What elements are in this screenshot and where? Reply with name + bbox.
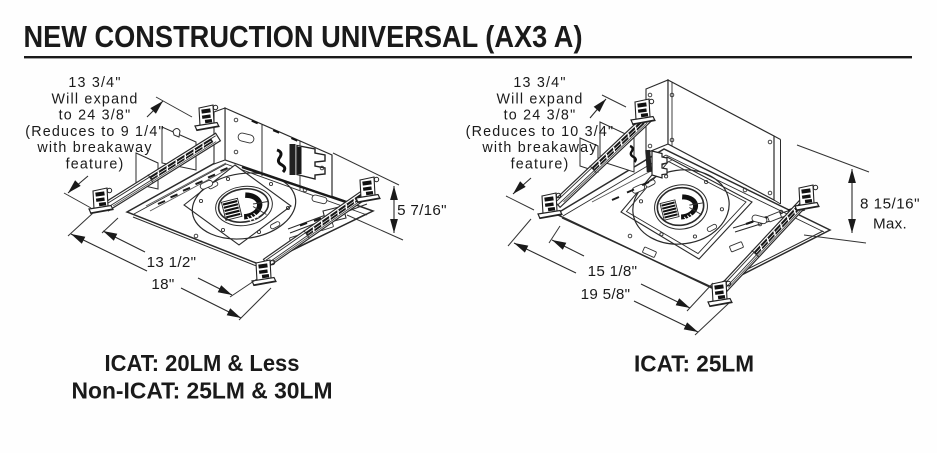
svg-text:with breakaway: with breakaway	[36, 140, 152, 156]
svg-text:Will expand: Will expand	[51, 91, 138, 107]
svg-text:NEW CONSTRUCTION UNIVERSAL (AX: NEW CONSTRUCTION UNIVERSAL (AX3 A)	[24, 20, 583, 54]
svg-text:13 3/4": 13 3/4"	[513, 75, 566, 91]
svg-text:Max.: Max.	[873, 216, 907, 233]
svg-text:feature): feature)	[66, 157, 125, 173]
svg-text:Will expand: Will expand	[496, 91, 583, 107]
svg-text:13 3/4": 13 3/4"	[68, 75, 121, 91]
svg-text:13 1/2": 13 1/2"	[147, 254, 197, 271]
svg-text:18": 18"	[151, 276, 174, 293]
svg-text:ICAT: 25LM: ICAT: 25LM	[634, 351, 754, 377]
svg-text:(Reduces to 9 1/4": (Reduces to 9 1/4"	[25, 124, 165, 140]
svg-text:15 1/8": 15 1/8"	[588, 263, 638, 280]
svg-text:to 24 3/8": to 24 3/8"	[504, 108, 577, 124]
svg-text:19 5/8": 19 5/8"	[581, 286, 631, 303]
svg-text:with breakaway: with breakaway	[481, 140, 597, 156]
svg-text:5 7/16": 5 7/16"	[397, 202, 447, 219]
svg-text:to 24 3/8": to 24 3/8"	[59, 108, 132, 124]
svg-text:Non-ICAT: 25LM & 30LM: Non-ICAT: 25LM & 30LM	[72, 378, 333, 404]
svg-text:feature): feature)	[511, 157, 570, 173]
svg-text:ICAT: 20LM & Less: ICAT: 20LM & Less	[105, 350, 300, 376]
svg-text:(Reduces to 10 3/4": (Reduces to 10 3/4"	[466, 124, 615, 140]
svg-text:8 15/16": 8 15/16"	[860, 196, 920, 213]
